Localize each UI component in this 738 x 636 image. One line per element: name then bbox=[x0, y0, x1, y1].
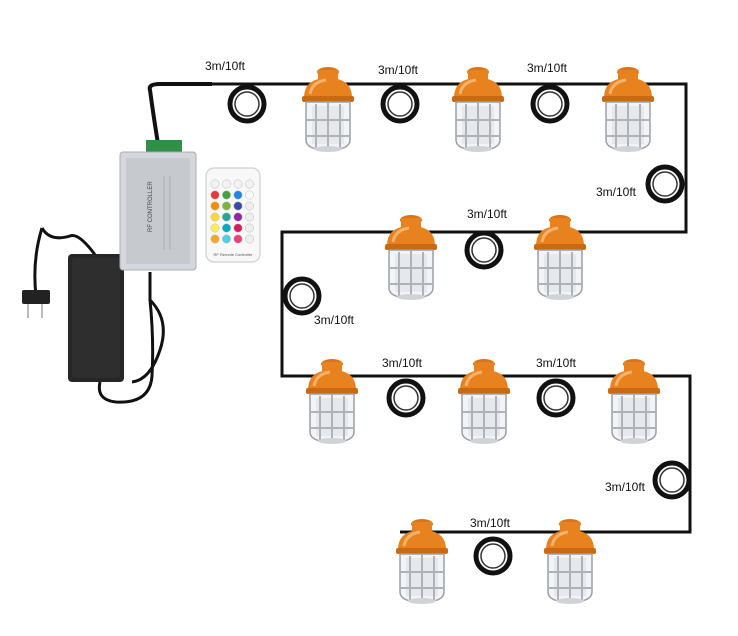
remote-button bbox=[210, 212, 220, 222]
cable-coil bbox=[652, 460, 692, 500]
remote-button bbox=[233, 201, 243, 211]
remote-button bbox=[222, 190, 231, 200]
lamp bbox=[606, 357, 662, 446]
lamp bbox=[300, 65, 356, 154]
cable-coil-inner bbox=[393, 385, 419, 411]
lamp bbox=[383, 213, 439, 302]
cable-coils bbox=[227, 84, 692, 576]
cable-coil bbox=[386, 378, 426, 418]
remote-button bbox=[245, 212, 254, 222]
cable-coil bbox=[282, 276, 322, 316]
lamp bbox=[456, 357, 512, 446]
lamp bbox=[450, 65, 506, 154]
cable-line bbox=[212, 82, 692, 534]
cable-coil-inner bbox=[234, 91, 260, 117]
remote-button bbox=[245, 190, 254, 200]
cable-coil-inner bbox=[543, 385, 569, 411]
cable-coil bbox=[380, 84, 420, 124]
remote-button bbox=[222, 212, 231, 222]
cable-length-label: 3m/10ft bbox=[470, 516, 511, 530]
remote-button bbox=[222, 223, 231, 233]
remote-button bbox=[210, 179, 220, 189]
remote-title: RF Remote Controller bbox=[214, 252, 254, 257]
cable-length-label: 3m/10ft bbox=[314, 313, 355, 327]
remote-button bbox=[245, 179, 254, 189]
remote-button bbox=[210, 223, 220, 233]
remote-button bbox=[245, 234, 254, 244]
cable-coil-inner bbox=[471, 237, 497, 263]
plug-icon bbox=[22, 290, 50, 304]
remote-button bbox=[222, 179, 231, 189]
lamp bbox=[600, 65, 656, 154]
remote-button bbox=[210, 190, 220, 200]
cable-coil-inner bbox=[480, 543, 506, 569]
remote-button bbox=[233, 234, 243, 244]
cable-length-label: 3m/10ft bbox=[527, 61, 568, 75]
remote-button bbox=[233, 212, 243, 222]
cable-coil-inner bbox=[659, 467, 685, 493]
cable-length-label: 3m/10ft bbox=[467, 207, 508, 221]
cable-coil-inner bbox=[289, 283, 315, 309]
remote-button bbox=[233, 190, 243, 200]
rf-controller: RF CONTROLLER bbox=[119, 82, 212, 271]
cable-length-labels: 3m/10ft 3m/10ft 3m/10ft 3m/10ft 3m/10ft 3m/10… bbox=[205, 59, 646, 530]
cable-coil bbox=[530, 84, 570, 124]
remote-button bbox=[233, 223, 243, 233]
cable-length-label: 3m/10ft bbox=[382, 356, 423, 370]
cable-path bbox=[212, 82, 692, 534]
remote-button bbox=[210, 201, 220, 211]
cable-length-label: 3m/10ft bbox=[205, 59, 246, 73]
remote-button bbox=[245, 223, 254, 233]
lamp bbox=[304, 357, 360, 446]
cable-coil bbox=[536, 378, 576, 418]
power-adapter bbox=[22, 227, 165, 404]
remote-button bbox=[210, 234, 220, 244]
cable-coil-inner bbox=[537, 91, 563, 117]
cable-coil-inner bbox=[652, 171, 678, 197]
remote-button bbox=[245, 201, 254, 211]
cable-coil bbox=[464, 230, 504, 270]
remote-control: RF Remote Controller bbox=[205, 167, 261, 263]
remote-button bbox=[233, 179, 243, 189]
controller-title: RF CONTROLLER bbox=[148, 181, 154, 232]
cable-length-label: 3m/10ft bbox=[605, 480, 646, 494]
remote-button bbox=[222, 201, 231, 211]
cable-coil bbox=[645, 164, 685, 204]
lamp bbox=[532, 213, 588, 302]
cable-length-label: 3m/10ft bbox=[596, 185, 637, 199]
cable-coil bbox=[227, 84, 267, 124]
cable-coil bbox=[473, 536, 513, 576]
cable-length-label: 3m/10ft bbox=[378, 63, 419, 77]
cable-length-label: 3m/10ft bbox=[536, 356, 577, 370]
cable-coil-inner bbox=[387, 91, 413, 117]
remote-button bbox=[222, 234, 231, 244]
